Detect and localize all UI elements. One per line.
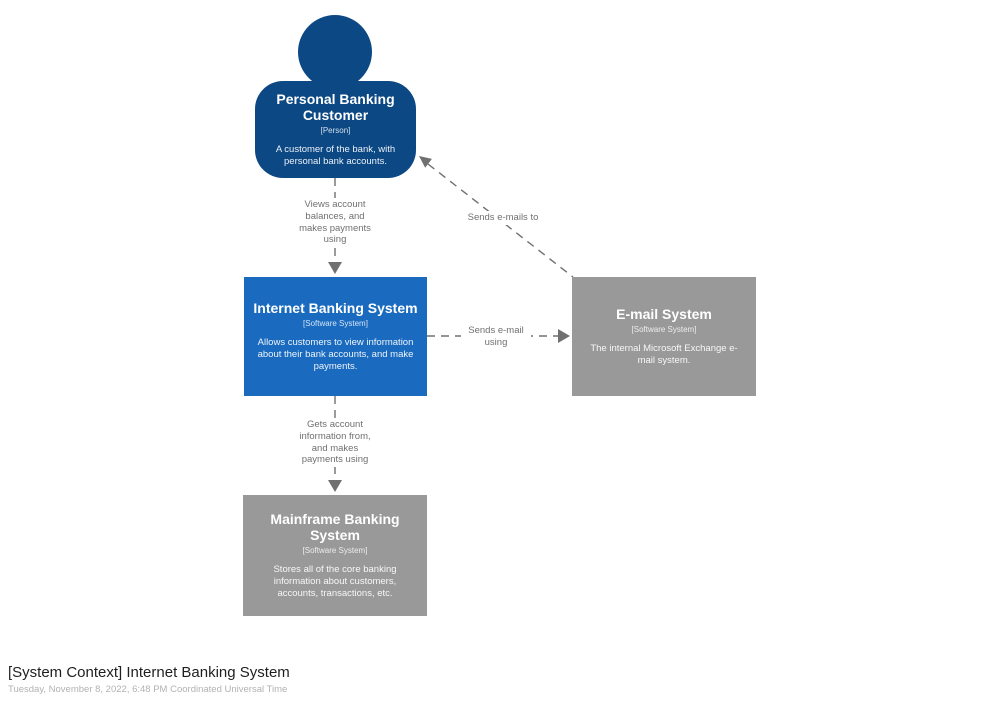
- person-head-icon: [298, 15, 372, 89]
- edge-label-customer-to-internet-banking: Views account balances, and makes paymen…: [291, 198, 379, 248]
- node-meta: [Software System]: [303, 318, 368, 328]
- node-title: Internet Banking System: [253, 299, 418, 316]
- edge-label-internet-banking-to-email: Sends e-mail using: [461, 324, 531, 350]
- node-internet-banking-system[interactable]: Internet Banking System [Software System…: [244, 277, 427, 396]
- node-title: E-mail System: [616, 305, 712, 322]
- edge-label-email-to-customer: Sends e-mails to: [464, 211, 542, 225]
- node-title: Personal Banking Customer: [276, 90, 395, 123]
- node-description: Stores all of the core banking informati…: [273, 564, 397, 600]
- node-meta: [Software System]: [631, 324, 697, 334]
- node-description: The internal Microsoft Exchange e-mail s…: [590, 342, 738, 367]
- node-mainframe-banking-system[interactable]: Mainframe Banking System [Software Syste…: [243, 495, 427, 616]
- node-email-system[interactable]: E-mail System [Software System] The inte…: [572, 277, 756, 396]
- diagram-title: [System Context] Internet Banking System: [8, 664, 290, 681]
- node-meta: [Person]: [320, 126, 351, 136]
- diagram-timestamp: Tuesday, November 8, 2022, 6:48 PM Coord…: [8, 684, 288, 695]
- node-description: A customer of the bank, with personal ba…: [275, 144, 396, 168]
- edge-label-internet-banking-to-mainframe: Gets account information from, and makes…: [293, 418, 377, 468]
- person-body[interactable]: Personal Banking Customer [Person] A cus…: [255, 81, 416, 178]
- node-description: Allows customers to view information abo…: [257, 336, 414, 373]
- node-meta: [Software System]: [302, 546, 368, 555]
- diagram-footer: [System Context] Internet Banking System…: [8, 664, 290, 695]
- node-title: Mainframe Banking System: [270, 510, 400, 543]
